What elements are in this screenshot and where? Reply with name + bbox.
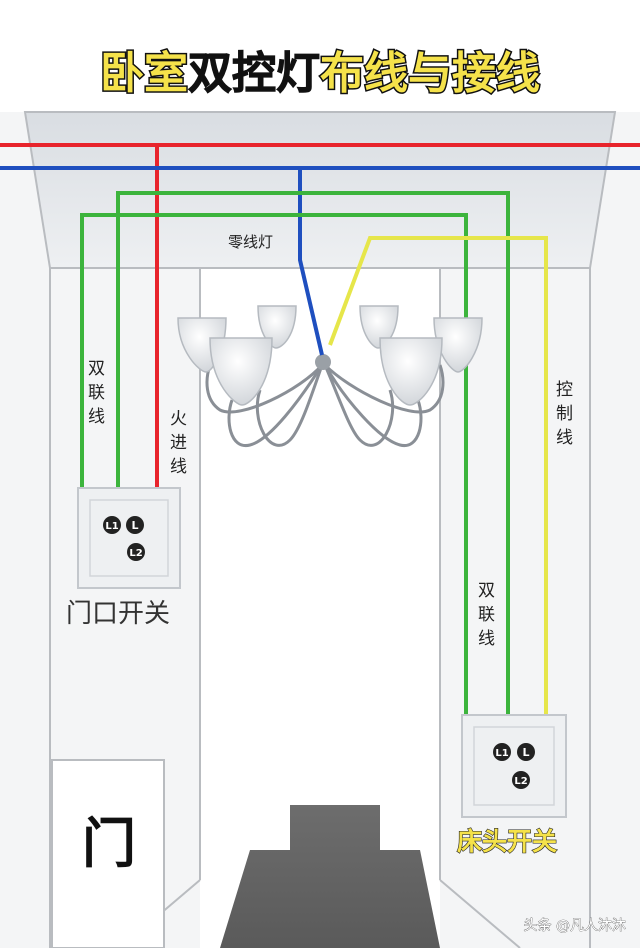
door-label: 门 — [82, 812, 136, 875]
neutral-wire-drop — [298, 168, 324, 356]
chandelier-arm — [323, 363, 445, 414]
door-terminal-l-label: L — [131, 519, 138, 532]
live-wire-char: 火 — [170, 409, 187, 429]
double-wire-right-char: 联 — [478, 605, 495, 625]
chandelier-arm — [323, 364, 423, 447]
wire-labels: 零线灯 双 联 线 火 进 线 控 制 线 双 联 线 — [88, 233, 573, 649]
door-terminal-l — [126, 516, 144, 534]
chandelier-arm — [227, 364, 324, 447]
live-wire-char: 线 — [170, 457, 187, 477]
double-wire-left-char: 线 — [88, 407, 105, 427]
lamp-shades — [177, 305, 483, 406]
title-part-1: 卧室 — [100, 48, 188, 99]
door-terminal-l2 — [127, 543, 145, 561]
double-wire-left-char: 双 — [88, 359, 105, 379]
bed — [220, 805, 440, 948]
door-switch: L1 L L2 — [77, 487, 181, 589]
door-frame — [51, 759, 165, 948]
double-wire-right-char: 双 — [478, 581, 495, 601]
bed-terminal-l2 — [512, 771, 530, 789]
door-terminal-l2-label: L2 — [129, 548, 142, 559]
control-wire-char: 制 — [556, 404, 573, 424]
floor-right-edge — [439, 879, 521, 948]
door-terminal-l1-label: L1 — [105, 521, 118, 532]
bed-switch-rocker — [473, 726, 555, 806]
bed-switch: L1 L L2 — [461, 714, 567, 818]
neutral-lamp-label: 零线灯 — [228, 233, 273, 251]
title: 卧室双控灯布线与接线 — [99, 47, 542, 101]
door-switch-caption: 门口开关 — [66, 599, 170, 629]
bed-terminal-l2-label: L2 — [514, 776, 527, 787]
double-wire-left-char: 联 — [88, 383, 105, 403]
chandelier-arm — [323, 364, 395, 447]
chandelier-arm — [255, 364, 324, 447]
chandelier-hub — [315, 354, 331, 370]
lamp-shade — [209, 337, 273, 406]
live-wire-char: 进 — [170, 433, 187, 453]
control-wire-char: 控 — [556, 380, 573, 400]
bed-terminal-l-label: L — [522, 746, 529, 759]
lamp-shade — [379, 337, 443, 406]
ceiling — [23, 111, 617, 269]
title-part-3: 布线与接线 — [320, 48, 540, 99]
watermark: 头条 @凡人沐沐 — [524, 917, 626, 934]
bed-switch-plate — [461, 714, 567, 818]
bed-terminal-l1 — [493, 743, 511, 761]
door-switch-rocker — [89, 499, 169, 577]
control-wire-char: 线 — [556, 428, 573, 448]
chandelier-arm — [205, 364, 324, 414]
double-wire-right-char: 线 — [478, 629, 495, 649]
chandelier — [205, 354, 445, 447]
bed-terminal-l — [517, 743, 535, 761]
title-part-2: 双控灯 — [188, 48, 320, 99]
bed-switch-caption: 床头开关 — [457, 827, 557, 856]
door-switch-plate — [77, 487, 181, 589]
title-line: 卧室双控灯布线与接线 — [100, 48, 540, 99]
door-terminal-l1 — [103, 516, 121, 534]
bed-terminal-l1-label: L1 — [495, 748, 508, 759]
